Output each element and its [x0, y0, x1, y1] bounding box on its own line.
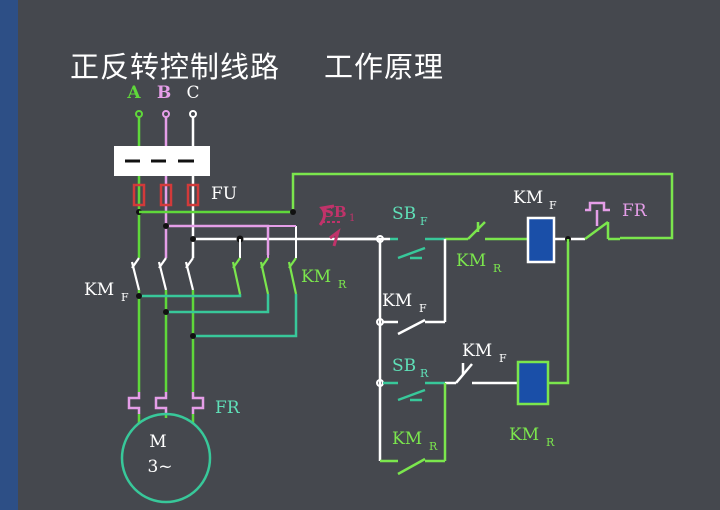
km-r-coil-label: KM	[509, 425, 539, 445]
svg-text:R: R	[429, 440, 438, 453]
sbf-start-button	[390, 237, 445, 260]
sbr-label: SB	[392, 356, 416, 376]
sbr-start-button	[383, 381, 445, 402]
km-f-coil-label: KM	[513, 188, 543, 208]
km-r-interlock-label: KM	[456, 251, 486, 271]
km-f-coil	[526, 216, 556, 264]
svg-text:F: F	[549, 199, 557, 212]
svg-text:F: F	[420, 215, 428, 228]
reverse-link-1	[139, 294, 242, 298]
km-f-holding-contact	[383, 239, 447, 336]
sb1-label: SB	[323, 203, 347, 221]
control-return-wire	[291, 172, 674, 240]
km-r-main-contacts	[231, 257, 298, 295]
title-main: 正反转控制线路	[70, 50, 281, 84]
fr-main-label: FR	[215, 398, 241, 418]
sbf-label: SB	[392, 204, 416, 224]
terminal-a	[135, 110, 143, 118]
motor-symbol	[120, 412, 212, 504]
fuse-a	[132, 183, 146, 207]
km-r-coil	[516, 360, 550, 406]
motor-label: M	[149, 432, 166, 452]
fr-nc-contact	[585, 201, 610, 226]
phase-label-c: C	[186, 83, 199, 103]
svg-text:F: F	[419, 302, 427, 315]
reverse-coil-return	[549, 239, 570, 385]
km-r-main-label: KM	[301, 267, 331, 287]
sb1-stop-button	[318, 204, 341, 247]
km-f-main-contacts	[130, 257, 195, 291]
km-f-interlock-label: KM	[462, 341, 492, 361]
km-f-interlock-contact	[445, 363, 518, 385]
svg-text:R: R	[338, 278, 347, 291]
fuse-c	[186, 183, 200, 207]
fr-thermal-elements	[127, 392, 205, 414]
km-r-interlock-contact	[445, 221, 528, 241]
fuse-b	[159, 183, 173, 207]
km-r-holding-contact	[380, 383, 447, 476]
fuse-label: FU	[211, 184, 237, 204]
left-accent-bar	[0, 0, 18, 510]
phase-label-b: B	[157, 83, 171, 103]
terminal-c	[189, 110, 197, 118]
svg-text:R: R	[493, 262, 502, 275]
km-r-holding-label: KM	[392, 429, 422, 449]
page-title: 正反转控制线路 工作原理	[70, 44, 444, 86]
reverse-link-2	[166, 294, 270, 314]
svg-text:F: F	[499, 352, 507, 365]
svg-text:1: 1	[349, 213, 355, 224]
motor-phase-label: 3~	[147, 457, 172, 477]
svg-text:R: R	[420, 367, 429, 380]
svg-text:F: F	[121, 291, 129, 304]
phase-label-a: A	[126, 83, 141, 103]
km-f-main-label: KM	[84, 280, 114, 300]
reverse-link-3	[193, 294, 298, 338]
fr-nc-label: FR	[622, 201, 648, 221]
terminal-b	[162, 110, 170, 118]
km-f-holding-label: KM	[382, 291, 412, 311]
reverse-feed-b	[166, 224, 270, 255]
title-sub: 工作原理	[324, 50, 445, 84]
svg-text:R: R	[546, 436, 555, 449]
